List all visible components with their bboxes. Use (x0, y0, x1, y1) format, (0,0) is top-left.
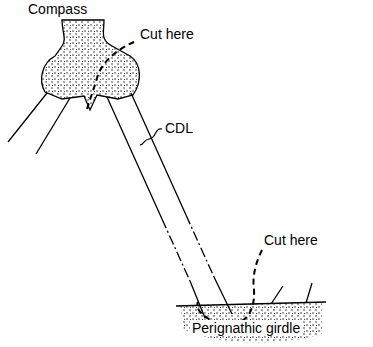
leader-line (140, 129, 162, 145)
part-label: CDL (163, 120, 195, 136)
girdle-shape (180, 302, 322, 343)
cdl-line-dashed (162, 215, 214, 281)
part-label: Perignathic girdle (190, 320, 302, 336)
cut-label: Cut here (262, 232, 320, 248)
cut-line (197, 250, 262, 324)
cdl-line (107, 93, 232, 318)
part-label: Compass (26, 1, 89, 17)
compass-arm (8, 93, 70, 154)
cut-label: Cut here (138, 26, 196, 42)
cut-line (86, 42, 134, 113)
